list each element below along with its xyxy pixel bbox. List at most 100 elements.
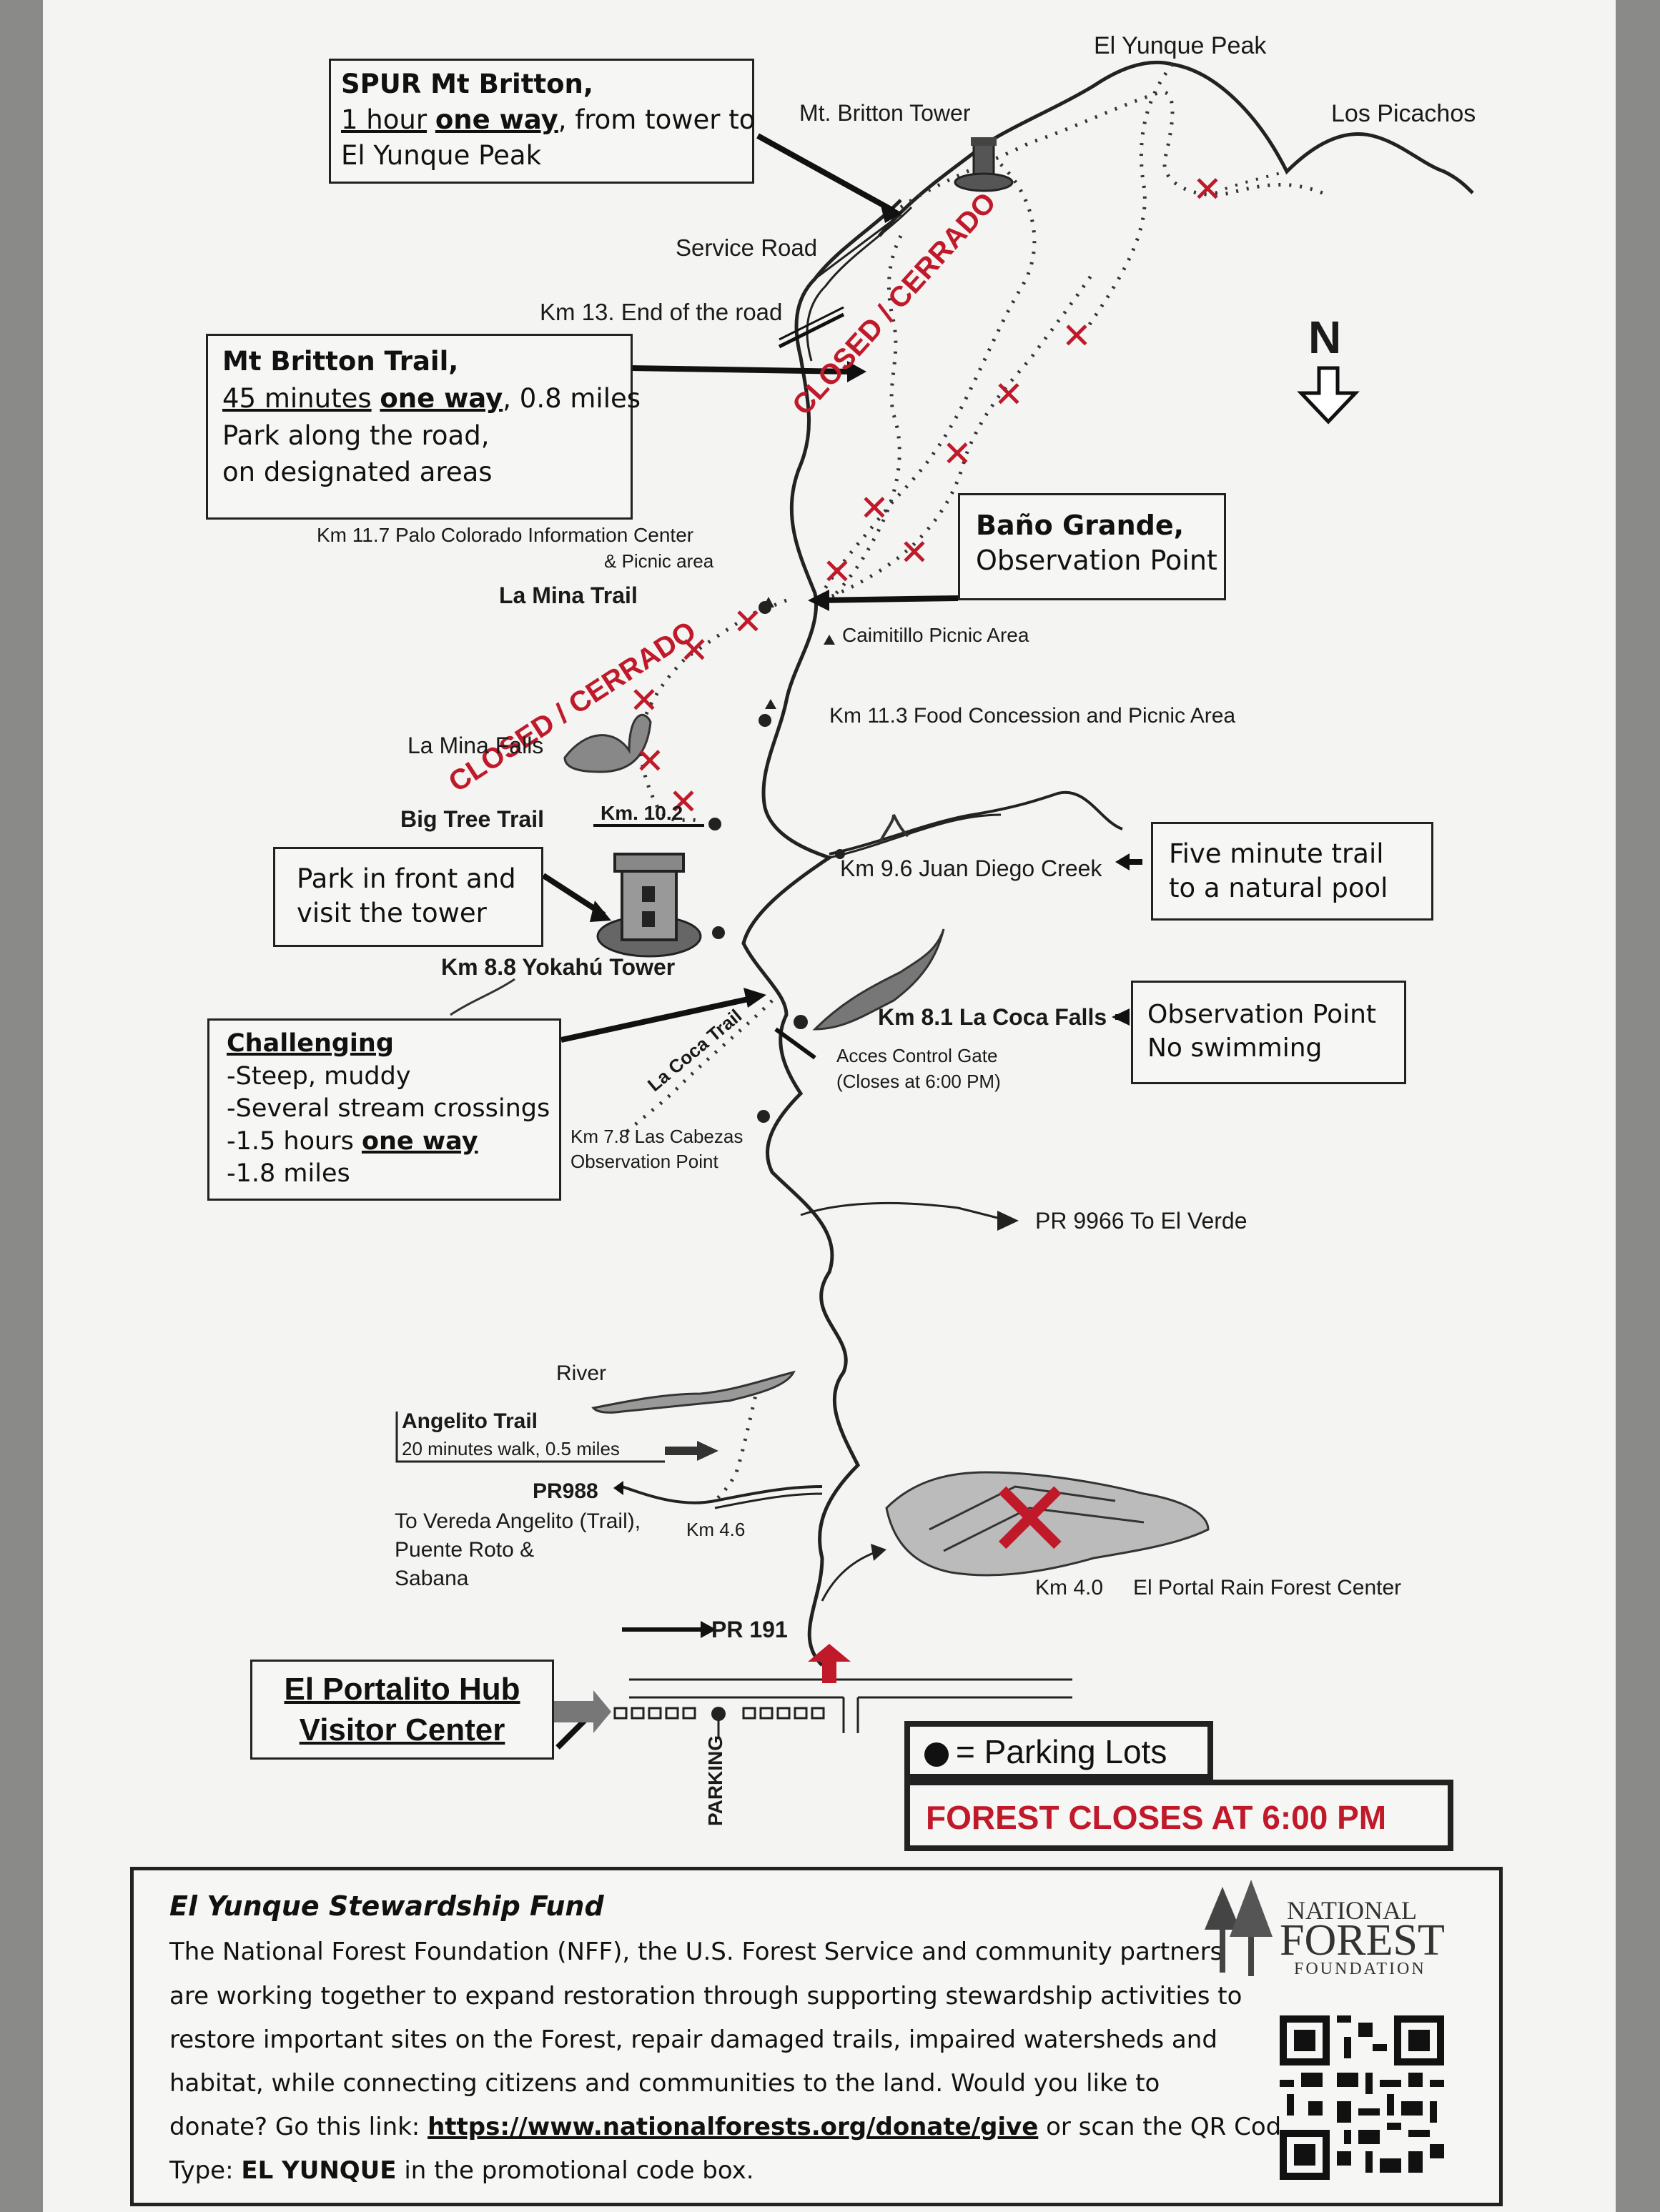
- access-gate-label: Acces Control Gate: [836, 1045, 998, 1066]
- closed-x-7: ✕: [822, 551, 852, 592]
- picnic-triangles: [763, 597, 835, 709]
- challenge-hours: -1.5 hours one way: [227, 1126, 478, 1156]
- km13-label: Km 13. End of the road: [540, 299, 783, 325]
- closed-x-12: ✕: [668, 781, 698, 823]
- el-portal-building-icon: [885, 1471, 1210, 1577]
- la-coca-trail-dotted: [621, 999, 774, 1138]
- km78-label: Km 7.8 Las Cabezas: [570, 1126, 743, 1147]
- la-coca-challenging-box: Challenging -Steep, muddy -Several strea…: [207, 1018, 561, 1201]
- north-arrow-icon: [1297, 366, 1360, 425]
- fund-title: El Yunque Stewardship Fund: [169, 1890, 604, 1922]
- closed-x-5: ✕: [899, 532, 929, 573]
- km96-label: Km 9.6 Juan Diego Creek: [840, 855, 1102, 881]
- vereda-line-1: To Vereda Angelito (Trail),: [395, 1509, 641, 1533]
- qr-code-icon[interactable]: [1280, 2015, 1444, 2180]
- caimitillo-label: Caimitillo Picnic Area: [842, 624, 1029, 646]
- park-line2: visit the tower: [297, 898, 487, 929]
- britton-line4: on designated areas: [222, 457, 493, 488]
- britton-title: Mt Britton Trail,: [222, 346, 459, 377]
- pr191-road: [629, 1678, 1072, 1733]
- pr9966-label: PR 9966 To El Verde: [1035, 1208, 1248, 1234]
- hub-line2: Visitor Center: [299, 1712, 505, 1748]
- parking-legend-box: = Parking Lots: [904, 1721, 1213, 1780]
- el-portalito-marker: [808, 1644, 851, 1683]
- britton-line2: 45 minutes one way, 0.8 miles: [222, 382, 641, 414]
- tree-logo-icon: [1205, 1880, 1273, 1976]
- nff-line3: FOUNDATION: [1294, 1960, 1426, 1978]
- km117b-label: & Picnic area: [604, 550, 714, 572]
- challenge-title: Challenging: [227, 1029, 394, 1058]
- pr9966-branch: [800, 1201, 1009, 1222]
- el-yunque-peak-label: El Yunque Peak: [1094, 32, 1267, 59]
- bano-title: Baño Grande,: [976, 510, 1185, 541]
- el-portalito-hub-box: El Portalito Hub Visitor Center: [250, 1660, 554, 1760]
- river-label: River: [556, 1362, 607, 1385]
- legend-parking: = Parking Lots: [924, 1732, 1193, 1771]
- closed-x-4: ✕: [942, 433, 972, 475]
- north-label: N: [1308, 312, 1342, 363]
- closed-x-6: ✕: [859, 487, 889, 529]
- big-tree-trail-label: Big Tree Trail: [400, 806, 544, 832]
- challenge-miles: -1.8 miles: [227, 1159, 350, 1188]
- challenge-item-1: -Steep, muddy: [227, 1061, 411, 1091]
- angelito-sub-label: 20 minutes walk, 0.5 miles: [402, 1438, 620, 1459]
- nff-line2: FOREST: [1280, 1916, 1445, 1965]
- forest-closes-text: FOREST CLOSES AT 6:00 PM: [926, 1799, 1387, 1836]
- km88-label: Km 8.8 Yokahú Tower: [441, 954, 676, 980]
- challenge-item-2: -Several stream crossings: [227, 1094, 550, 1123]
- main-road: [741, 199, 902, 1667]
- pr988-label: PR988: [533, 1479, 598, 1503]
- obs-line1: Observation Point: [1147, 1000, 1377, 1029]
- mt-britton-tower-icon: [954, 137, 1014, 192]
- fund-line-1: The National Forest Foundation (NFF), th…: [169, 1938, 1223, 1967]
- km117-label: Km 11.7 Palo Colorado Information Center: [317, 524, 694, 546]
- km78b-label: Observation Point: [570, 1151, 718, 1172]
- km46-label: Km 4.6: [686, 1519, 746, 1540]
- access-gate-label-2: (Closes at 6:00 PM): [836, 1071, 1001, 1092]
- park-in-front-box: Park in front and visit the tower: [273, 847, 543, 947]
- pr191-label: PR 191: [711, 1617, 788, 1642]
- forest-closes-box: FOREST CLOSES AT 6:00 PM: [904, 1780, 1453, 1851]
- parking-lot-row: [613, 1707, 825, 1720]
- juan-diego-branch: [829, 790, 1123, 855]
- five-minute-trail-box: Five minute trail to a natural pool: [1151, 822, 1433, 921]
- fund-line-4: habitat, while connecting citizens and c…: [169, 2068, 1160, 2098]
- obs-line2: No swimming: [1147, 1033, 1323, 1063]
- observation-point-box: Observation Point No swimming: [1131, 981, 1406, 1084]
- parking-dot-icon: [924, 1742, 949, 1767]
- parking-dots: [708, 601, 845, 1123]
- bano-sub: Observation Point: [976, 545, 1217, 577]
- fund-line-2: are working together to expand restorati…: [169, 1981, 1242, 2010]
- juan-diego-creek-icon: [878, 814, 909, 844]
- angelito-trail-dotted: [713, 1386, 760, 1502]
- service-road: [814, 213, 901, 280]
- km81-label: Km 8.1 La Coca Falls: [878, 1004, 1107, 1030]
- km113-label: Km 11.3 Food Concession and Picnic Area: [829, 704, 1236, 728]
- fund-line-6: Type: EL YUNQUE in the promotional code …: [169, 2156, 754, 2186]
- closed-x-1: ✕: [1192, 169, 1222, 210]
- bano-grande-box: Baño Grande, Observation Point: [958, 493, 1226, 600]
- vereda-line-2: Puente Roto &: [395, 1538, 535, 1562]
- la-mina-trail-label: La Mina Trail: [499, 582, 638, 608]
- nff-logo: NATIONAL FOREST FOUNDATION: [1201, 1880, 1466, 1980]
- spur-line3: El Yunque Peak: [341, 139, 541, 171]
- park-line1: Park in front and: [297, 863, 516, 894]
- service-road-label: Service Road: [676, 234, 818, 261]
- closed-x-portal: ✕: [985, 1458, 1075, 1582]
- spur-line2: 1 hour one way, from tower to: [341, 104, 756, 135]
- closed-x-9: ✕: [679, 630, 709, 671]
- parking-vertical-label: PARKING: [704, 1735, 726, 1826]
- mt-britton-trail-box: Mt Britton Trail, 45 minutes one way, 0.…: [206, 334, 641, 520]
- britton-line3: Park along the road,: [222, 420, 490, 451]
- five-line2: to a natural pool: [1169, 873, 1388, 904]
- closed-x-3: ✕: [994, 374, 1024, 415]
- angelito-trail-label: Angelito Trail: [402, 1409, 538, 1433]
- pr988-branch: [621, 1485, 823, 1504]
- donate-link[interactable]: https://www.nationalforests.org/donate/g…: [428, 2113, 1039, 2142]
- closed-x-10: ✕: [629, 680, 659, 721]
- fund-line-5: donate? Go this link: https://www.nation…: [169, 2113, 1297, 2142]
- mt-britton-tower-label: Mt. Britton Tower: [799, 100, 971, 126]
- river-shape: [591, 1370, 796, 1414]
- closed-x-11: ✕: [635, 740, 665, 782]
